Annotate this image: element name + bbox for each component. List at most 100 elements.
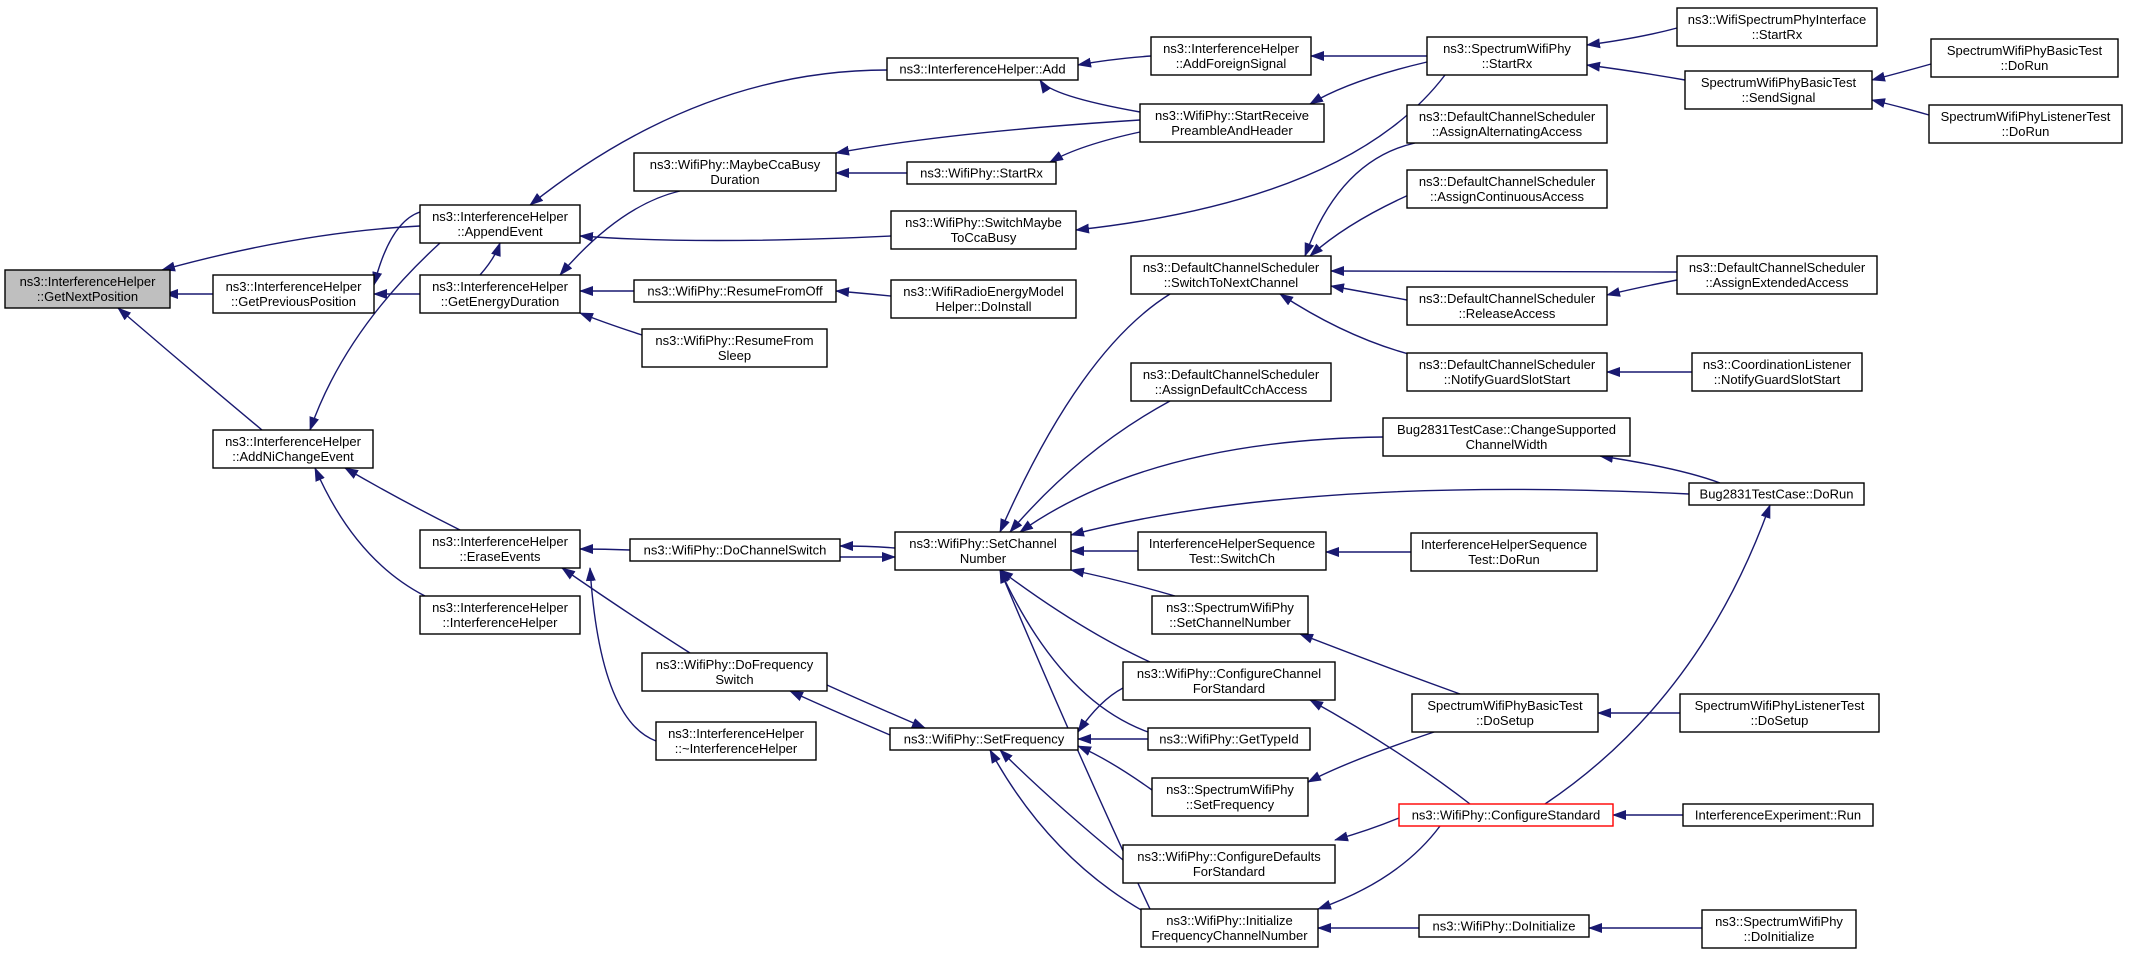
node-label-line: ToCcaBusy (951, 230, 1017, 245)
edge-basicdorun-to-sendsignal (1871, 63, 1932, 82)
node-box (1406, 169, 1608, 209)
node-appendevent[interactable]: ns3::InterferenceHelper::AppendEvent (419, 204, 581, 244)
node-interfexprun[interactable]: InterferenceExperiment::Run (1682, 803, 1874, 827)
node-label-line: Switch (715, 672, 753, 687)
node-box (889, 727, 1079, 751)
node-label-line: ns3::InterferenceHelper (668, 726, 805, 741)
edge-addforeign-to-ihadd (1077, 55, 1152, 68)
node-configdefaults[interactable]: ns3::WifiPhy::ConfigureDefaultsForStanda… (1122, 844, 1336, 884)
node-label-line: ::AssignContinuousAccess (1430, 189, 1584, 204)
node-label-line: Test::DoRun (1468, 552, 1540, 567)
node-spectrumsetfreq[interactable]: ns3::SpectrumWifiPhy::SetFrequency (1151, 777, 1309, 817)
node-label-line: PreambleAndHeader (1171, 123, 1293, 138)
edge-releaseaccess-to-switchtonext (1330, 283, 1408, 301)
node-label-line: Helper::DoInstall (935, 299, 1031, 314)
node-box (890, 210, 1077, 250)
node-label-line: ::GetPreviousPosition (231, 294, 356, 309)
node-setchannelnumber[interactable]: ns3::WifiPhy::SetChannelNumber (894, 531, 1072, 571)
node-addforeign[interactable]: ns3::InterferenceHelper::AddForeignSigna… (1150, 36, 1312, 76)
node-getprev[interactable]: ns3::InterferenceHelper::GetPreviousPosi… (212, 274, 375, 314)
node-label-line: ns3::DefaultChannelScheduler (1419, 291, 1596, 306)
node-assigndefaultcch[interactable]: ns3::DefaultChannelScheduler::AssignDefa… (1130, 362, 1332, 402)
node-wsphyifstartrx[interactable]: ns3::WifiSpectrumPhyInterface::StartRx (1676, 7, 1878, 47)
node-assigncontinuous[interactable]: ns3::DefaultChannelScheduler::AssignCont… (1406, 169, 1608, 209)
edge-wsphyifstartrx-to-spectrumstartrx (1586, 27, 1678, 49)
node-box (1930, 38, 2119, 78)
node-label-line: ChannelWidth (1466, 437, 1548, 452)
node-ihadd[interactable]: ns3::InterferenceHelper::Add (886, 57, 1079, 81)
node-box (212, 429, 374, 469)
edge-basicdosetup-to-spectrumsetfreq (1307, 729, 1441, 783)
node-doinitialize[interactable]: ns3::WifiPhy::DoInitialize (1418, 914, 1590, 938)
node-notifyguard[interactable]: ns3::DefaultChannelScheduler::NotifyGuar… (1406, 352, 1608, 392)
node-label-line: ::NotifyGuardSlotStart (1444, 372, 1571, 387)
node-listenerdosetup[interactable]: SpectrumWifiPhyListenerTest::DoSetup (1679, 693, 1880, 733)
node-label-line: ns3::WifiPhy::MaybeCcaBusy (650, 157, 821, 172)
node-spectrumsetchannel[interactable]: ns3::SpectrumWifiPhy::SetChannelNumber (1151, 595, 1309, 635)
node-label-line: ns3::WifiPhy::DoChannelSwitch (644, 543, 827, 558)
node-label-line: ns3::WifiPhy::SwitchMaybe (905, 215, 1062, 230)
node-box (1147, 727, 1311, 751)
node-configstandard[interactable]: ns3::WifiPhy::ConfigureStandard (1398, 803, 1614, 827)
node-releaseaccess[interactable]: ns3::DefaultChannelScheduler::ReleaseAcc… (1406, 286, 1608, 326)
node-wpstartrx[interactable]: ns3::WifiPhy::StartRx (906, 161, 1057, 185)
node-resumeoff[interactable]: ns3::WifiPhy::ResumeFromOff (633, 279, 837, 303)
edge-spectrumsetfreq-to-setfrequency (1077, 745, 1153, 791)
node-getenergy[interactable]: ns3::InterferenceHelper::GetEnergyDurati… (419, 274, 581, 314)
node-label-line: ns3::WifiPhy::SetChannel (909, 536, 1057, 551)
node-coordnotify[interactable]: ns3::CoordinationListener::NotifyGuardSl… (1691, 352, 1863, 392)
node-ihdtor[interactable]: ns3::InterferenceHelper::~InterferenceHe… (655, 721, 817, 761)
node-label-line: Sleep (718, 348, 751, 363)
node-listenerdorun[interactable]: SpectrumWifiPhyListenerTest::DoRun (1928, 104, 2123, 144)
node-addni[interactable]: ns3::InterferenceHelper::AddNiChangeEven… (212, 429, 374, 469)
node-label-line: ::AssignExtendedAccess (1705, 275, 1849, 290)
node-radioenergy[interactable]: ns3::WifiRadioEnergyModelHelper::DoInsta… (890, 279, 1077, 319)
edge-initfreq-to-setfrequency (989, 749, 1151, 916)
node-assignalternating[interactable]: ns3::DefaultChannelScheduler::AssignAlte… (1406, 104, 1608, 144)
node-spectrumdoinit[interactable]: ns3::SpectrumWifiPhy::DoInitialize (1701, 909, 1857, 949)
node-gettypeid[interactable]: ns3::WifiPhy::GetTypeId (1147, 727, 1311, 751)
node-label-line: ::GetEnergyDuration (441, 294, 560, 309)
node-getnext[interactable]: ns3::InterferenceHelper::GetNextPosition (4, 269, 171, 309)
node-label-line: ns3::InterferenceHelper (225, 434, 362, 449)
node-eraseevents[interactable]: ns3::InterferenceHelper::EraseEvents (419, 529, 581, 569)
node-basicdorun[interactable]: SpectrumWifiPhyBasicTest::DoRun (1930, 38, 2119, 78)
node-dochannelswitch[interactable]: ns3::WifiPhy::DoChannelSwitch (629, 538, 841, 562)
node-label-line: ForStandard (1193, 864, 1265, 879)
node-label-line: ::SendSignal (1742, 90, 1816, 105)
node-configchannel[interactable]: ns3::WifiPhy::ConfigureChannelForStandar… (1122, 661, 1336, 701)
node-bugdorun[interactable]: Bug2831TestCase::DoRun (1688, 482, 1865, 506)
node-startreceive[interactable]: ns3::WifiPhy::StartReceivePreambleAndHea… (1139, 103, 1325, 143)
node-sendsignal[interactable]: SpectrumWifiPhyBasicTest::SendSignal (1684, 70, 1873, 110)
node-box (629, 538, 841, 562)
node-setfrequency[interactable]: ns3::WifiPhy::SetFrequency (889, 727, 1079, 751)
node-label-line: ::InterferenceHelper (443, 615, 559, 630)
node-box (1684, 70, 1873, 110)
node-switchtonext[interactable]: ns3::DefaultChannelScheduler::SwitchToNe… (1130, 255, 1332, 295)
node-label-line: ns3::DefaultChannelScheduler (1143, 367, 1320, 382)
node-spectrumstartrx[interactable]: ns3::SpectrumWifiPhy::StartRx (1426, 36, 1588, 76)
node-box (1701, 909, 1857, 949)
node-ihctor[interactable]: ns3::InterferenceHelper::InterferenceHel… (419, 595, 581, 635)
node-label-line: ::DoSetup (1476, 713, 1534, 728)
node-label-line: Number (960, 551, 1007, 566)
node-bugchange[interactable]: Bug2831TestCase::ChangeSupportedChannelW… (1382, 417, 1631, 457)
node-label-line: ns3::WifiPhy::DoFrequency (656, 657, 814, 672)
node-initfreq[interactable]: ns3::WifiPhy::InitializeFrequencyChannel… (1140, 908, 1319, 948)
node-label-line: ns3::WifiPhy::Initialize (1166, 913, 1292, 928)
node-label-line: ns3::WifiPhy::ConfigureStandard (1412, 808, 1601, 823)
node-assignextended[interactable]: ns3::DefaultChannelScheduler::AssignExte… (1676, 255, 1878, 295)
node-label-line: ::DoRun (2002, 124, 2050, 139)
edge-configstandard-to-initfreq (1317, 825, 1441, 910)
node-box (1406, 286, 1608, 326)
edge-ihdtor-to-eraseevents (585, 567, 657, 742)
node-box (633, 152, 837, 192)
node-basicdosetup[interactable]: SpectrumWifiPhyBasicTest::DoSetup (1411, 693, 1599, 733)
